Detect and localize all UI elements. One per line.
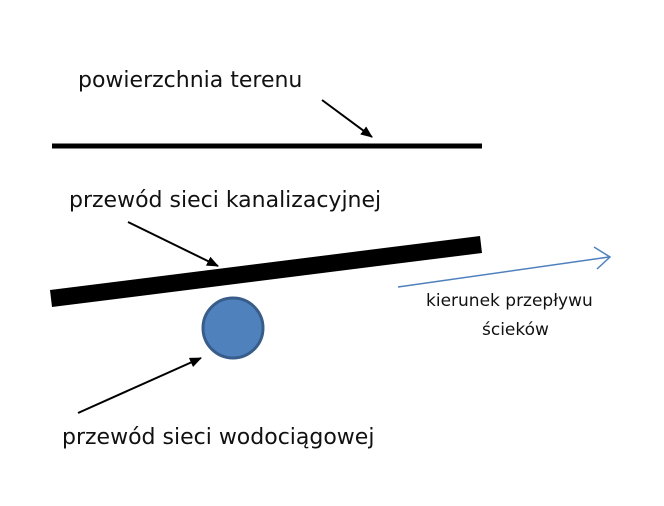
ground-surface-arrow — [321, 99, 373, 138]
sewer-pipe — [50, 236, 482, 307]
flow-direction-arrowhead — [593, 246, 612, 270]
flow-direction-label-line2: ścieków — [482, 320, 549, 340]
water-pipe-circle — [201, 296, 265, 360]
sewer-pipe-arrow — [127, 221, 219, 267]
ground-surface-label: powierzchnia terenu — [78, 68, 303, 93]
flow-direction-arrow — [397, 256, 610, 288]
water-pipe-label: przewód sieci wodociągowej — [62, 425, 375, 450]
sewer-pipe-label: przewód sieci kanalizacyjnej — [69, 188, 382, 213]
water-pipe-arrow — [77, 357, 202, 414]
flow-direction-label-line1: kierunek przepływu — [426, 291, 593, 311]
